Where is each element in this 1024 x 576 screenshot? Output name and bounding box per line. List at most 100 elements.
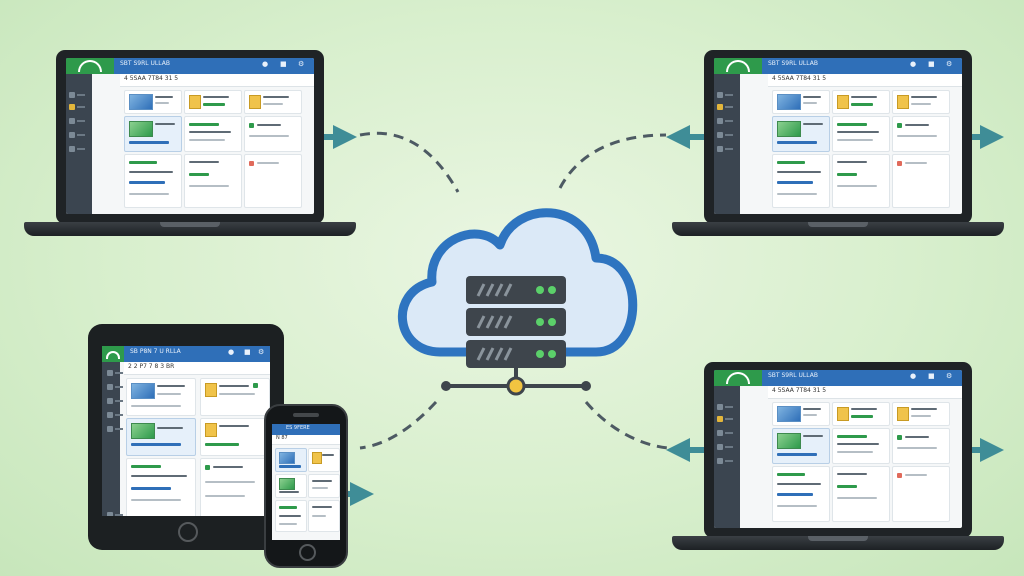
dashboard-card[interactable] [184,90,242,114]
sidebar-item-home[interactable] [107,370,123,376]
bell-icon[interactable]: ● [910,60,917,68]
dashboard-card[interactable] [308,448,340,472]
sidebar-item-chart[interactable] [69,146,85,152]
laptop-screen: SBT S9RL ULLAB ● ■ ⚙ 4 5SAA 7T84 31 5 [66,58,314,214]
dashboard-card[interactable] [772,466,830,522]
bell-icon[interactable]: ● [910,372,917,380]
help-icon[interactable]: ■ [244,348,251,356]
dashboard-card[interactable] [124,90,182,114]
sidebar-item-home[interactable] [69,92,85,98]
dashboard-card[interactable] [184,154,242,208]
app-header: SBT S9RL ULLAB ● ■ ⚙ [714,58,962,74]
help-icon[interactable]: ■ [928,60,935,68]
dashboard-card[interactable] [772,154,830,208]
dashed-link-top-right [558,133,667,189]
dashboard-card[interactable] [200,418,270,456]
dashboard-card[interactable] [275,474,307,498]
dashboard-card[interactable] [124,154,182,208]
app-logo-icon [102,346,124,362]
dashboard-card[interactable] [832,428,890,464]
dashboard-card[interactable] [832,116,890,152]
app-logo-icon [714,58,762,74]
laptop-base [672,536,1004,550]
dashboard-card[interactable] [308,500,340,532]
settings-icon[interactable]: ⚙ [946,372,953,380]
app-header: SBT S9RL ULLAB ● ■ ⚙ [714,370,962,386]
dashboard-card-selected[interactable] [772,116,830,152]
app-header-title: ES 9FERE [286,425,310,431]
app-toolbar: 4 5SAA 7T84 31 5 [768,74,962,87]
sidebar-item-home[interactable] [717,92,733,98]
app-toolbar: 4 5SAA 7T84 31 5 [768,386,962,399]
bell-icon[interactable]: ● [228,348,235,356]
dashboard-card-selected[interactable] [275,448,307,472]
dashboard-card[interactable] [892,116,950,152]
app-header: ES 9FERE [272,424,340,435]
dashboard-card[interactable] [275,500,307,532]
toolbar-text: 4 5SAA 7T84 31 5 [124,75,179,82]
dashboard-card[interactable] [892,154,950,208]
sidebar-item-grid[interactable] [717,132,733,138]
dashboard-card[interactable] [184,116,242,152]
dashboard-card[interactable] [772,402,830,426]
dashboard-card[interactable] [244,116,302,152]
dashboard-card[interactable] [832,402,890,426]
sidebar-item-list[interactable] [717,430,733,436]
laptop-bottom-right: SBT S9RL ULLAB ● ■ ⚙ 4 5SAA 7T84 31 5 [704,362,972,538]
sidebar-item-star[interactable] [107,384,123,390]
sidebar-item-star[interactable] [717,416,733,422]
settings-icon[interactable]: ⚙ [258,348,265,356]
dashboard-card[interactable] [200,458,270,516]
settings-icon[interactable]: ⚙ [298,60,305,68]
toolbar-text: N 87 [276,435,288,441]
app-header-title: SBT S9RL ULLAB [768,60,818,67]
sidebar-item-home[interactable] [717,404,733,410]
app-toolbar: 2 2 P7 7 8 3 BR [124,362,270,375]
dashboard-card[interactable] [892,428,950,464]
dashboard-app: ES 9FERE N 87 [272,424,340,540]
sidebar-item-chart[interactable] [107,426,123,432]
dashboard-card[interactable] [126,458,196,516]
dashboard-card[interactable] [892,90,950,114]
app-sidebar [102,362,123,516]
help-icon[interactable]: ■ [280,60,287,68]
dashed-link-bottom-right [584,401,669,450]
sidebar-item-list[interactable] [69,118,85,124]
dashed-link-bottom-left [359,400,438,450]
app-header-title: SBT S9RL ULLAB [120,60,170,67]
dashboard-card[interactable] [892,402,950,426]
dashboard-card[interactable] [244,154,302,208]
sidebar-item-grid[interactable] [69,132,85,138]
dashboard-card[interactable] [772,90,830,114]
dashboard-card-selected[interactable] [126,418,196,456]
dashboard-card[interactable] [832,466,890,522]
toolbar-text: 4 5SAA 7T84 31 5 [772,387,827,394]
dashboard-card-selected[interactable] [772,428,830,464]
settings-icon[interactable]: ⚙ [946,60,953,68]
dashboard-card[interactable] [832,90,890,114]
sidebar-item-settings[interactable] [107,512,123,516]
phone-device: ES 9FERE N 87 [264,404,348,568]
sidebar-item-chart[interactable] [717,458,733,464]
sidebar-item-chart[interactable] [717,146,733,152]
dashboard-card-selected[interactable] [124,116,182,152]
app-header: SBT S9RL ULLAB ● ■ ⚙ [66,58,314,74]
sidebar-item-grid[interactable] [107,412,123,418]
sidebar-item-grid[interactable] [717,444,733,450]
server-icon [466,276,566,368]
sidebar-item-list[interactable] [717,118,733,124]
toolbar-text: 4 5SAA 7T84 31 5 [772,75,827,82]
dashboard-card[interactable] [126,378,196,416]
sidebar-item-star[interactable] [717,104,733,110]
dashboard-card[interactable] [200,378,270,416]
help-icon[interactable]: ■ [928,372,935,380]
bell-icon[interactable]: ● [262,60,269,68]
dashboard-card[interactable] [832,154,890,208]
sidebar-item-star[interactable] [69,104,85,110]
laptop-screen: SBT S9RL ULLAB ● ■ ⚙ 4 5SAA 7T84 31 5 [714,58,962,214]
dashboard-card[interactable] [244,90,302,114]
sidebar-item-list[interactable] [107,398,123,404]
app-sidebar [66,74,92,214]
dashboard-card[interactable] [892,466,950,522]
dashboard-card[interactable] [308,474,340,498]
